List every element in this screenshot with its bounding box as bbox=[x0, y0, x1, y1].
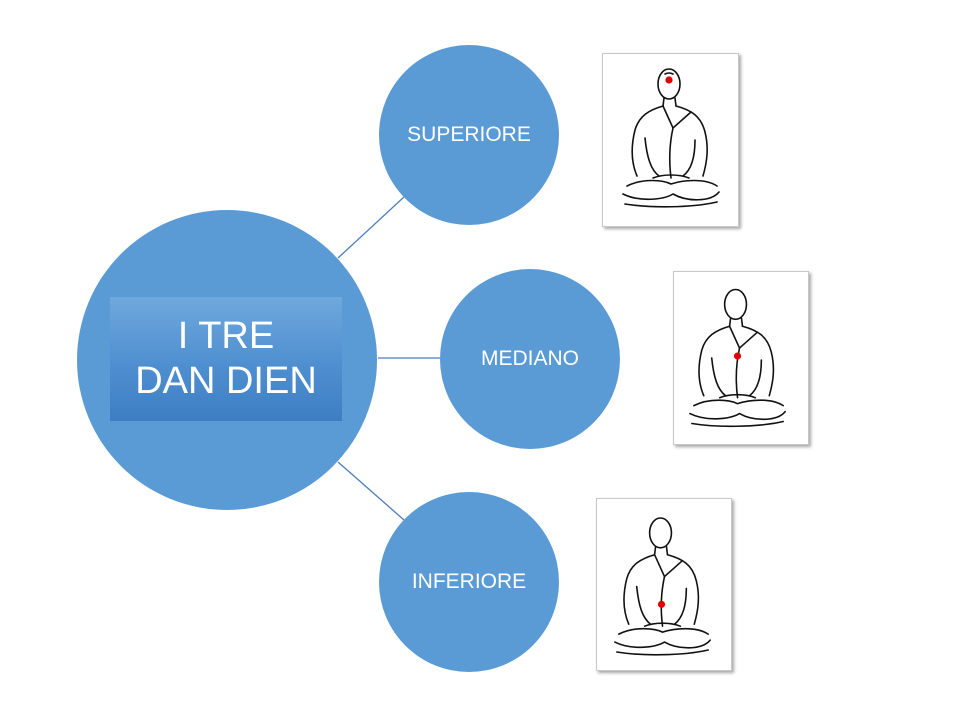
meditating-figure-illustration bbox=[614, 517, 711, 656]
title-line-2: DAN DIEN bbox=[135, 360, 317, 402]
diagram-title: I TRE DAN DIEN bbox=[110, 297, 342, 421]
connector-inferiore bbox=[337, 461, 405, 521]
dan-dien-point-marker bbox=[657, 600, 666, 608]
node-label: INFERIORE bbox=[411, 570, 527, 593]
figure-card-mediano bbox=[673, 271, 809, 445]
figure-card-superiore bbox=[602, 53, 739, 227]
node-label: MEDIANO bbox=[480, 347, 579, 370]
dan-dien-point-marker bbox=[665, 76, 673, 84]
node-inferiore: INFERIORE bbox=[379, 492, 559, 672]
connector-superiore bbox=[337, 196, 405, 259]
meditating-figure-illustration bbox=[689, 288, 786, 428]
dan-dien-point-marker bbox=[733, 352, 742, 360]
node-superiore: SUPERIORE bbox=[379, 45, 559, 225]
node-label: SUPERIORE bbox=[407, 123, 531, 146]
meditating-figure-illustration bbox=[622, 68, 720, 208]
title-line-1: I TRE bbox=[177, 315, 275, 358]
node-mediano: MEDIANO bbox=[440, 269, 620, 449]
figure-card-inferiore bbox=[596, 498, 732, 671]
